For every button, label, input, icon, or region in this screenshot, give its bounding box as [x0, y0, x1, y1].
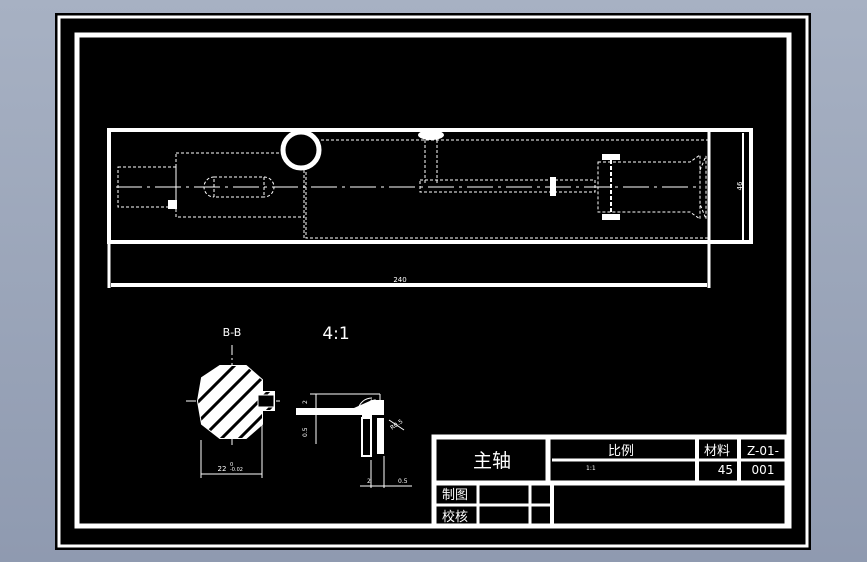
checked-by-label: 校核 — [442, 509, 468, 525]
scale-label: 比例 — [608, 444, 634, 459]
length-dimension-text: 240 — [393, 276, 406, 284]
detail-dim-b1: 2 — [367, 478, 371, 485]
scale-value: 1:1 — [586, 465, 596, 472]
title-block: 主轴 比例 1:1 材料 45 Z-01- 001 制图 校核 — [431, 434, 790, 529]
groove-mark — [550, 177, 556, 196]
pin-top-mark — [602, 154, 620, 160]
material-value: 45 — [718, 463, 733, 477]
detail-dim-b2: 0.5 — [398, 478, 408, 485]
detail-dim-angle: 45 — [369, 399, 377, 406]
drawing-number-line-2: 001 — [752, 463, 775, 477]
section-width-dimension: 22 — [218, 465, 227, 473]
shaft-main-view — [107, 128, 753, 288]
locating-hole-circle — [280, 129, 322, 171]
detail-dim-h2: 0.5 — [302, 427, 309, 437]
material-label: 材料 — [704, 444, 730, 459]
shaft-body-outline — [107, 128, 753, 244]
detail-scale-label: 4:1 — [322, 324, 349, 344]
detail-view: 4:1 2 0.5 45 R0.5 2 0.5 — [296, 324, 412, 488]
section-label: B-B — [223, 326, 242, 339]
section-tolerance-upper: 0 — [230, 462, 233, 468]
drawn-by-label: 制图 — [442, 488, 468, 503]
drawing-number-line-1: Z-01- — [747, 444, 779, 458]
pin-bottom-mark — [602, 214, 620, 220]
section-tolerance-lower: -0.02 — [230, 467, 243, 473]
detail-dim-h1: 2 — [302, 400, 309, 404]
top-hole — [418, 130, 444, 140]
height-dimension-text: 46 — [736, 181, 744, 190]
part-name: 主轴 — [473, 450, 511, 472]
outer-border — [57, 15, 809, 548]
key-slot-mark — [168, 200, 177, 209]
